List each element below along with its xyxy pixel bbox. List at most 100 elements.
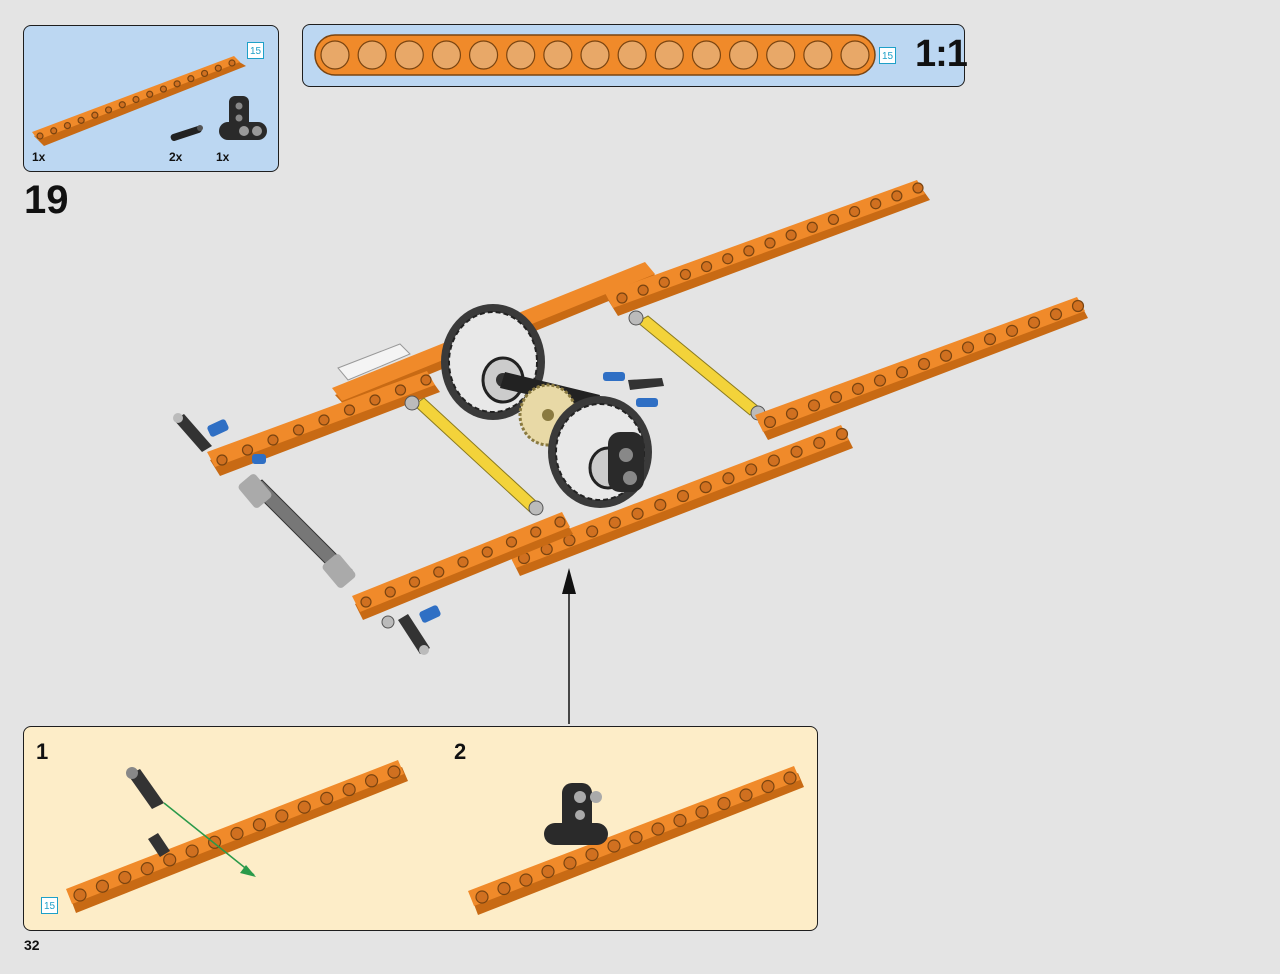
beam-hole [631,507,644,520]
substep-1-length-label: 15 [41,897,58,914]
beam-hole [722,472,735,485]
beam-hole [917,357,931,371]
beam-hole [320,791,334,805]
beam-hole [481,546,493,558]
beam-hole [761,779,775,794]
beam-hole [77,116,85,124]
beam-hole [813,436,826,449]
beam-hole [384,586,396,598]
beam-hole [554,516,566,528]
parts-list-panel: 15 1x 2x 1x [23,25,279,172]
scale-callout-panel: 15 1:1 [302,24,968,87]
beam-hole [318,414,330,426]
beam-hole [766,40,796,70]
beam-hole [983,333,997,346]
beam-hole [342,782,356,797]
beam-hole [497,881,511,896]
beam-hole [431,40,462,70]
substep-panel: 1 2 15 [23,726,818,931]
beam-hole [63,121,72,130]
beam-hole [433,566,445,578]
beam-hole [252,818,267,832]
beam-hole [840,40,870,70]
beam-hole [267,434,279,446]
beam-hole [691,40,722,70]
beam-hole [475,890,489,904]
beam-hole [118,870,132,885]
beam-hole [654,40,684,70]
beam-hole [140,862,154,876]
beam-hole [73,888,87,902]
angled-liftarm-part [219,96,267,140]
left-rear-pins [173,413,266,464]
connector-pin-part [170,125,203,141]
beam-hole [132,95,140,104]
beam-hole [1071,299,1085,313]
beam-hole [364,774,379,788]
beam-hole [585,847,599,862]
substep-2-beam [468,766,804,915]
beam-hole [939,349,953,362]
beam-hole [717,796,731,811]
beam-hole [827,213,840,226]
beam-hole [616,292,628,304]
beam-hole [806,221,818,233]
beam-hole [807,399,821,412]
beam-hole [187,75,195,83]
beam-hole [722,253,734,265]
beam-hole [617,40,647,70]
beam-hole [275,809,289,823]
beam-hole [763,415,777,429]
beam-hole [961,341,975,354]
beam-hole [50,127,58,135]
yellow-axle-rear [628,310,766,421]
beam-hole [543,40,573,70]
beam-hole [785,229,797,241]
beam-hole [420,374,432,386]
beam-hole [457,556,469,568]
beam-hole [292,424,305,436]
beam-hole [891,190,903,202]
beam-hole [387,765,401,779]
scale-ratio: 1:1 [915,33,968,75]
beam-left-mid [207,371,440,476]
beam-hole [394,384,407,396]
beam-hole [629,830,643,845]
angled-liftarm-qty: 1x [216,150,230,164]
beam-hole [739,788,753,802]
assembly-arrow [562,568,576,724]
beam-hole [320,40,350,70]
beam-15-part [32,56,246,146]
beam-hole [104,106,113,114]
beam-hole [637,284,649,296]
beam-hole [230,826,244,841]
beam-hole [783,771,797,785]
beam-hole [803,40,833,70]
left-front-pins [381,605,441,655]
white-panel-part [337,343,411,381]
beam-hole [36,132,44,140]
parts-length-label: 15 [247,42,264,59]
beam-hole [743,245,755,257]
beam-hole [580,40,610,70]
beam-hole [699,481,712,494]
beam-hole [408,576,421,588]
beam-hole [241,444,254,456]
beam-hole [654,498,667,511]
beam-hole [767,454,780,467]
substep-2-number: 2 [454,739,467,764]
beam-hole [728,40,759,70]
beam-hole [745,463,758,476]
beam-hole [651,822,665,836]
beam-hole [607,839,621,853]
beam-hole [695,805,709,819]
beam-hole [173,80,181,88]
beam-hole [369,394,381,406]
parts-illustration [32,56,267,146]
beam-hole [163,853,177,867]
substep-1-number: 1 [36,739,49,764]
substep-1-beam [66,760,408,913]
beam-hole [700,260,713,273]
substep-illustration [66,760,804,915]
beam-hole [91,111,99,119]
